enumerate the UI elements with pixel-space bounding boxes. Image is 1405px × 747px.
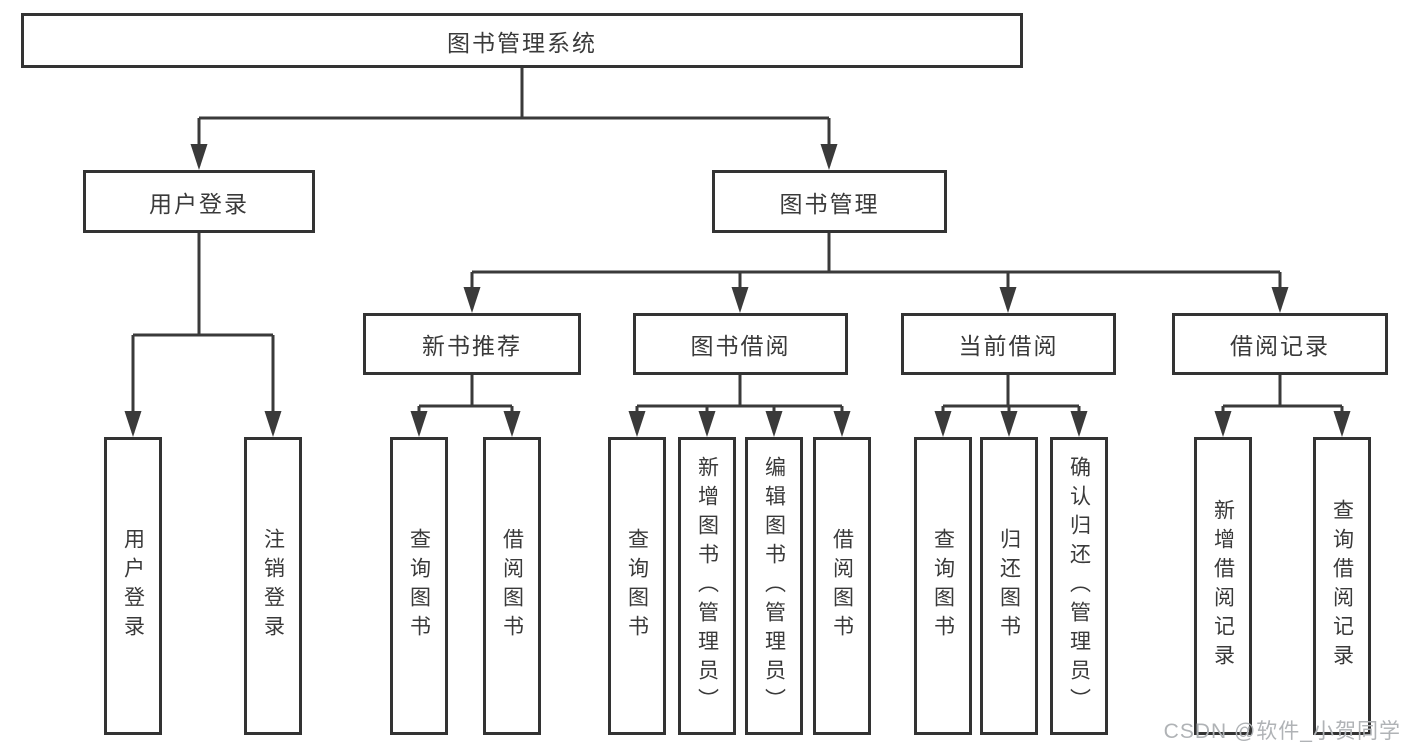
leaf-edit-book-admin: 编辑图书（管理员） bbox=[745, 437, 803, 735]
csdn-watermark: CSDN @软件_小贺同学 bbox=[1163, 720, 1401, 743]
leaf-logout: 注销登录 bbox=[244, 437, 302, 735]
node-new-book-recommend: 新书推荐 bbox=[363, 313, 581, 375]
leaf-confirm-return-admin: 确认归还（管理员） bbox=[1050, 437, 1108, 735]
leaf-user-login: 用户登录 bbox=[104, 437, 162, 735]
leaf-borrow-books-recommend: 借阅图书 bbox=[483, 437, 541, 735]
leaf-return-book: 归还图书 bbox=[980, 437, 1038, 735]
node-book-management: 图书管理 bbox=[712, 170, 947, 233]
node-current-borrowing: 当前借阅 bbox=[901, 313, 1116, 375]
arrowheads bbox=[124, 144, 1351, 437]
leaf-query-books-current: 查询图书 bbox=[914, 437, 972, 735]
leaf-query-books-recommend: 查询图书 bbox=[390, 437, 448, 735]
leaf-borrow-books-borrowing: 借阅图书 bbox=[813, 437, 871, 735]
node-borrowing-records: 借阅记录 bbox=[1172, 313, 1388, 375]
leaf-query-borrow-record: 查询借阅记录 bbox=[1313, 437, 1371, 735]
leaf-add-book-admin: 新增图书（管理员） bbox=[678, 437, 736, 735]
node-root-library-management-system: 图书管理系统 bbox=[21, 13, 1023, 68]
leaf-add-borrow-record: 新增借阅记录 bbox=[1194, 437, 1252, 735]
node-user-login: 用户登录 bbox=[83, 170, 315, 233]
tree-edges bbox=[131, 68, 1344, 433]
node-book-borrowing: 图书借阅 bbox=[633, 313, 848, 375]
leaf-query-books-borrowing: 查询图书 bbox=[608, 437, 666, 735]
